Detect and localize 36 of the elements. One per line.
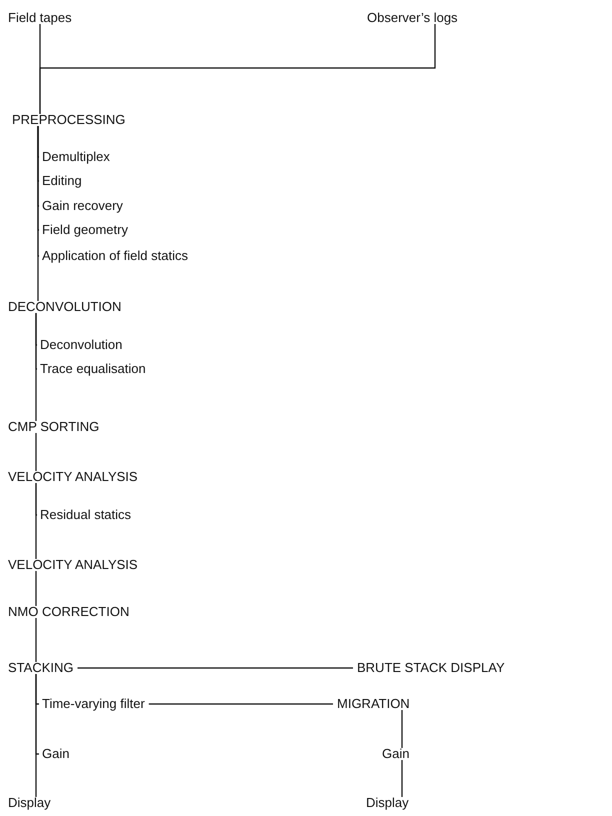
connector-line bbox=[35, 618, 37, 662]
step-label: Residual statics bbox=[40, 507, 132, 523]
connector-line bbox=[401, 710, 403, 748]
step-label: Editing bbox=[42, 173, 82, 189]
connector-line bbox=[35, 433, 37, 471]
connector-line bbox=[35, 313, 37, 421]
stage-label: CMP SORTING bbox=[8, 419, 100, 435]
connector-line bbox=[35, 571, 37, 606]
connector-line bbox=[39, 24, 436, 114]
connector-line bbox=[37, 126, 39, 301]
connector-line bbox=[148, 703, 333, 705]
stage-label: VELOCITY ANALYSIS bbox=[8, 557, 138, 573]
connector-line bbox=[401, 760, 403, 797]
step-label: Time-varying filter bbox=[42, 696, 145, 712]
step-label: Field geometry bbox=[42, 222, 128, 238]
step-label: Demultiplex bbox=[42, 149, 110, 165]
stage-label: DECONVOLUTION bbox=[8, 299, 122, 315]
step-label: Trace equalisation bbox=[40, 361, 146, 377]
input-label: Observer’s logs bbox=[367, 10, 458, 26]
stage-label: Display bbox=[8, 795, 51, 811]
step-label: Gain bbox=[382, 746, 410, 762]
step-label: Gain bbox=[42, 746, 70, 762]
stage-label: BRUTE STACK DISPLAY bbox=[357, 660, 505, 676]
connector-line bbox=[35, 483, 37, 559]
step-label: Application of field statics bbox=[42, 248, 188, 264]
input-label: Field tapes bbox=[8, 10, 72, 26]
connector-line bbox=[78, 667, 353, 669]
stage-label: VELOCITY ANALYSIS bbox=[8, 469, 138, 485]
step-label: Gain recovery bbox=[42, 198, 123, 214]
stage-label: MIGRATION bbox=[337, 696, 410, 712]
stage-label: PREPROCESSING bbox=[12, 112, 126, 128]
stage-label: STACKING bbox=[8, 660, 74, 676]
step-label: Display bbox=[366, 795, 409, 811]
stage-label: NMO CORRECTION bbox=[8, 604, 130, 620]
connector-line bbox=[35, 674, 37, 797]
step-label: Deconvolution bbox=[40, 337, 122, 353]
